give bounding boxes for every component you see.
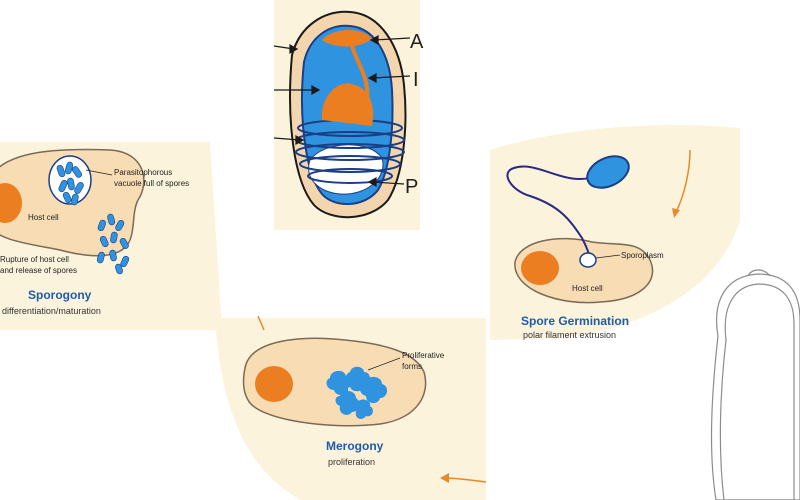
proliferative-forms: [326, 366, 388, 419]
sporogony-nucleus: [0, 183, 22, 223]
sporoplasm-pointer-line: [595, 254, 621, 259]
vacuole-pointer-line: [85, 169, 113, 176]
outline-spore-inner: [719, 283, 795, 500]
rupture-label-line1: Rupture of host cell: [0, 255, 69, 264]
spore-structure-arrows: [273, 34, 411, 188]
sporogony-subtitle: differentiation/maturation: [2, 306, 101, 316]
cycle-arrow-right-head: [672, 208, 680, 218]
vacuole-label-line1: Parasitophorous: [114, 168, 172, 177]
outline-spore-sketch: [710, 269, 800, 500]
extruded-polar-filament: [506, 165, 597, 263]
outline-spore-cap: [747, 269, 771, 277]
cycle-arrow-bottom-head: [440, 473, 449, 483]
sporoplasm: [579, 252, 597, 268]
merogony-panel: Proliferative forms Merogony proliferati…: [215, 315, 487, 500]
sporoplasm-label: Sporoplasm: [621, 251, 664, 260]
cycle-arrow-top-fragment: [257, 315, 265, 331]
structure-label-a: A: [410, 31, 424, 53]
germination-nucleus: [521, 251, 559, 285]
sporogony-title: Sporogony: [28, 288, 92, 302]
released-spores: [96, 213, 130, 275]
proliferative-label-line1: Proliferative: [402, 351, 445, 360]
anchoring-disc: [322, 29, 372, 47]
structure-label-i: I: [413, 69, 419, 91]
spore-structure-panel: A I P: [273, 0, 424, 230]
proliferative-label-line2: forms: [402, 362, 422, 371]
vacuole-label-line2: vacuole full of spores: [114, 179, 189, 188]
germination-subtitle: polar filament extrusion: [523, 330, 616, 340]
sporogony-panel: Parasitophorous vacuole full of spores H…: [0, 142, 222, 330]
rupture-label-line2: and release of spores: [0, 266, 77, 275]
germinating-spore: [586, 155, 630, 189]
polaroplast: [321, 83, 374, 126]
germination-host-cell-label: Host cell: [572, 284, 603, 293]
germination-title: Spore Germination: [521, 314, 629, 328]
proliferative-forms-pointer-line: [367, 357, 401, 371]
merogony-nucleus: [255, 366, 293, 402]
cycle-arrow-right: [675, 149, 691, 213]
vacuole-spores: [56, 161, 84, 206]
germination-panel: Sporoplasm Host cell Spore Germination p…: [490, 124, 740, 341]
sporogony-host-cell-label: Host cell: [28, 213, 59, 222]
outline-spore-outer: [710, 273, 800, 500]
structure-label-p: P: [405, 176, 418, 198]
merogony-subtitle: proliferation: [328, 457, 375, 467]
merogony-title: Merogony: [326, 439, 384, 453]
